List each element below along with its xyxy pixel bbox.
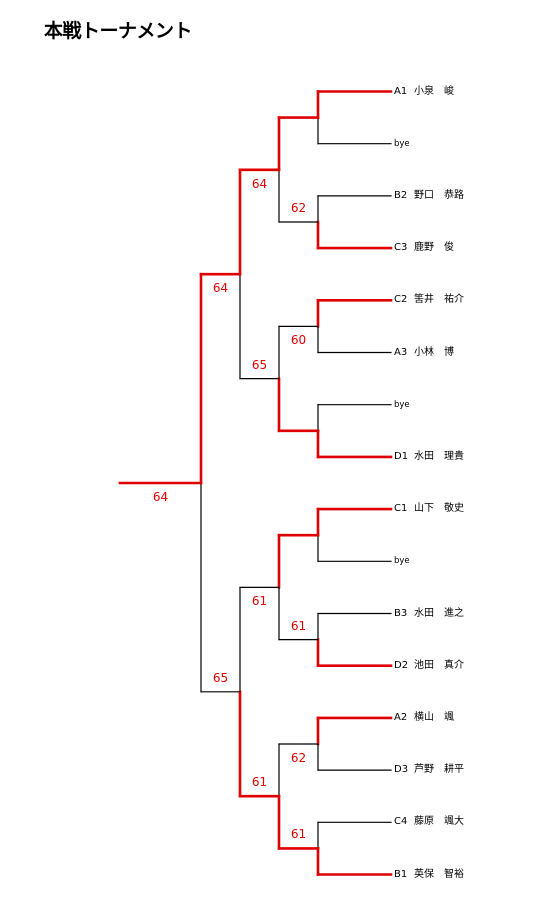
player-name: 小林 博 (414, 346, 454, 358)
player-entry: A2 横山 颯 (394, 711, 454, 725)
player-entry: A1 小泉 峻 (394, 85, 454, 99)
match-score: 61 (290, 827, 307, 842)
match-score: 64 (152, 490, 169, 504)
player-seed: B1 (394, 868, 408, 880)
player-seed: D1 (394, 450, 409, 462)
player-entry: B2 野口 恭路 (394, 189, 464, 203)
player-entry: B3 水田 進之 (394, 607, 464, 621)
player-name: bye (394, 556, 410, 567)
player-seed: C3 (394, 242, 408, 254)
player-seed: D3 (394, 764, 409, 776)
player-seed: B3 (394, 607, 408, 619)
player-name: 横山 颯 (414, 711, 454, 723)
match-score: 61 (251, 594, 268, 609)
player-name: 英保 智裕 (414, 868, 464, 880)
player-name: 水田 理貴 (414, 450, 464, 462)
player-seed: B2 (394, 189, 408, 201)
player-entry: C3 鹿野 俊 (394, 241, 454, 255)
player-name: 筈井 祐介 (414, 294, 464, 306)
match-score: 62 (290, 201, 307, 215)
player-name: 池田 真介 (414, 659, 464, 671)
player-name: 水田 進之 (414, 607, 464, 619)
player-name: 芦野 耕平 (414, 764, 464, 776)
player-entry: D2 池田 真介 (394, 659, 464, 673)
bye-slot: bye (394, 554, 410, 568)
player-entry: C2 筈井 祐介 (394, 293, 464, 307)
match-score: 65 (251, 357, 268, 372)
bye-slot: bye (394, 137, 410, 151)
match-score: 61 (251, 775, 268, 790)
player-seed: C1 (394, 503, 408, 515)
player-name: 鹿野 俊 (414, 242, 454, 254)
player-name: 山下 敬史 (414, 503, 464, 515)
match-score: 62 (290, 751, 307, 765)
player-name: 小泉 峻 (414, 85, 454, 97)
player-entry: C4 藤原 颯大 (394, 815, 464, 829)
player-seed: C4 (394, 816, 408, 828)
match-score: 64 (212, 281, 229, 296)
match-score: 64 (251, 176, 268, 191)
player-name: 野口 恭路 (414, 189, 464, 201)
player-seed: C2 (394, 294, 408, 306)
player-name: 藤原 颯大 (414, 816, 464, 828)
player-entry: B1 英保 智裕 (394, 868, 464, 882)
player-entry: A3 小林 博 (394, 346, 454, 360)
match-score: 60 (290, 333, 307, 348)
player-seed: A2 (394, 711, 408, 723)
match-score: 65 (212, 670, 229, 685)
bye-slot: bye (394, 398, 410, 412)
player-name: bye (394, 138, 410, 149)
page-title: 本戦トーナメント (44, 20, 193, 42)
player-seed: D2 (394, 659, 409, 671)
player-entry: D3 芦野 耕平 (394, 763, 464, 777)
player-entry: C1 山下 敬史 (394, 502, 464, 516)
player-name: bye (394, 399, 410, 410)
player-seed: A3 (394, 346, 408, 358)
player-entry: D1 水田 理貴 (394, 450, 464, 464)
match-score: 61 (290, 618, 307, 633)
player-seed: A1 (394, 85, 408, 97)
